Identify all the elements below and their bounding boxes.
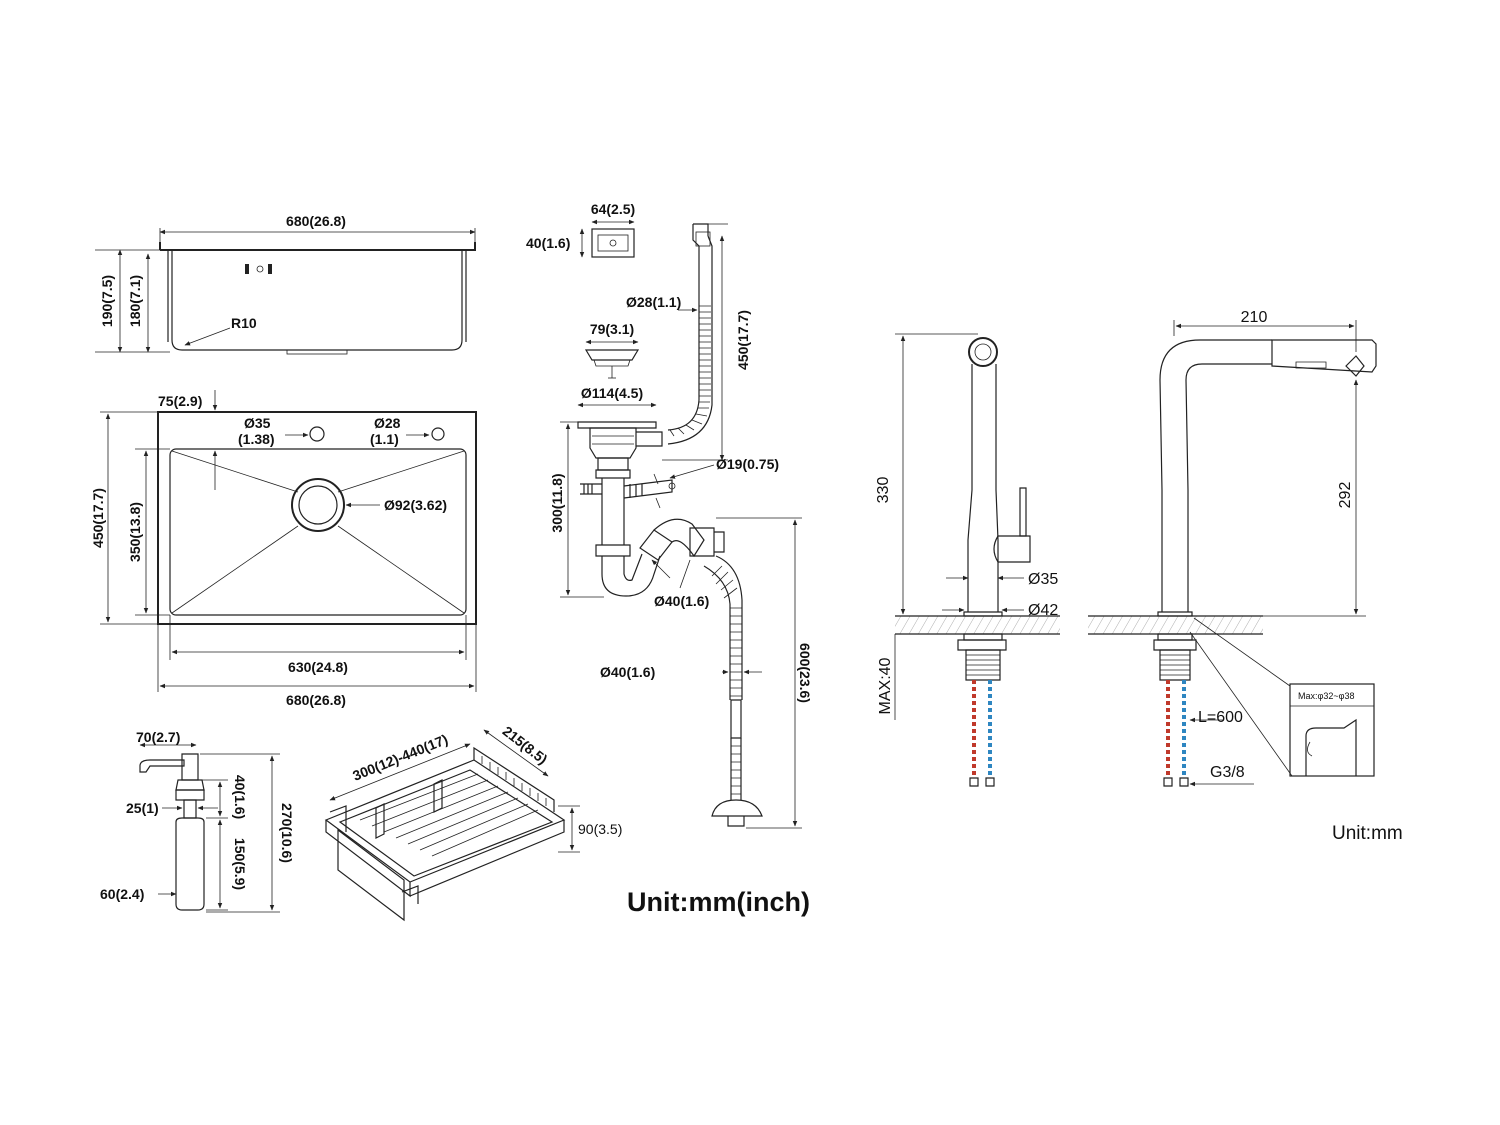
max-thickness-label: MAX:40 [877, 657, 894, 714]
overflow-cover: 64(2.5) 40(1.6) [526, 201, 635, 258]
hose-length-label: 450(17.7) [735, 310, 751, 370]
faucet-height-label: 330 [875, 477, 892, 504]
sink-outer-height-label: 190(7.5) [99, 275, 115, 327]
outlet-dia-label: Ø40(1.6) [600, 664, 655, 680]
bottle-height-label: 150(5.9) [232, 838, 248, 890]
total-height-label: 270(10.6) [279, 803, 295, 863]
neck-dia-label: 25(1) [126, 800, 159, 816]
unit-main-label: Unit:mm(inch) [627, 887, 810, 917]
trap-height-label: 300(11.8) [549, 473, 565, 532]
reach-label: 210 [1241, 309, 1268, 326]
spout-length-label: 70(2.7) [136, 729, 180, 745]
sink-elevation-view: 680(26.8) 190(7.5) 180(7.1) R10 [95, 213, 476, 355]
trap-dia-label: Ø40(1.6) [654, 593, 709, 609]
corner-radius-label: R10 [231, 315, 257, 331]
overall-width-label: 680(26.8) [286, 692, 346, 708]
base-dia-label: Ø42 [1028, 602, 1058, 619]
outlet-hose [703, 555, 763, 827]
spout-height-label: 292 [1337, 482, 1354, 509]
body-dia-label: Ø35 [1028, 571, 1058, 588]
branch-dia-label: Ø19(0.75) [716, 456, 779, 472]
basket-width-label: 215(8.5) [500, 723, 551, 768]
outlet-length-label: 600(23.6) [797, 643, 813, 703]
overflow-width-label: 64(2.5) [591, 201, 635, 217]
flange-dia-label: Ø114(4.5) [581, 385, 643, 401]
sink-inner-height-label: 180(7.1) [127, 275, 143, 327]
basket-height-label: 90(3.5) [578, 821, 622, 837]
hose-length-faucet-label: L=600 [1198, 709, 1243, 726]
soap-hole-dia-inch-label: (1.1) [370, 431, 399, 447]
head-height-label: 40(1.6) [232, 775, 248, 819]
faucet-hole-dia-inch-label: (1.38) [238, 431, 275, 447]
unit-faucet-label: Unit:mm [1332, 823, 1403, 844]
hose-dia-label: Ø28(1.1) [626, 294, 681, 310]
strainer-dia-label: 79(3.1) [590, 321, 634, 337]
thread-label: G3/8 [1210, 764, 1245, 781]
faucet-hole-dia-label: Ø35 [244, 415, 271, 431]
soap-hole-dia-label: Ø28 [374, 415, 401, 431]
bowl-width-label: 630(24.8) [288, 659, 348, 675]
sink-depth-inner-label: 350(13.8) [127, 502, 143, 562]
hole-range-label: Max:φ32~φ38 [1298, 691, 1354, 701]
drain-dia-label: Ø92(3.62) [384, 497, 447, 513]
drain-assembly: 450(17.7) Ø28(1.1) 79(3.1) Ø114(4.5) Ø19… [549, 223, 813, 829]
overflow-hose-corrugation [667, 305, 713, 445]
faucet-side-view: 210 292 L=600 G3/8 Max:φ32~φ38 [1088, 309, 1377, 787]
soap-dispenser: 70(2.7) 25(1) 40(1.6) 150(5.9) 270(10.6)… [100, 729, 295, 913]
faucet-front-view: 330 Ø35 Ø42 MAX:40 [875, 333, 1060, 787]
bottle-dia-label: 60(2.4) [100, 886, 144, 902]
sink-width-label: 680(26.8) [286, 213, 346, 229]
sink-plan-view: 75(2.9) Ø35 (1.38) Ø28 (1.1) Ø92(3.62) 4… [90, 390, 477, 708]
overflow-height-label: 40(1.6) [526, 235, 570, 251]
rim-offset-label: 75(2.9) [158, 393, 202, 409]
sink-depth-outer-label: 450(17.7) [90, 488, 106, 548]
drain-basket: 300(12)-440(17) 215(8.5) 90(3.5) [324, 723, 622, 922]
